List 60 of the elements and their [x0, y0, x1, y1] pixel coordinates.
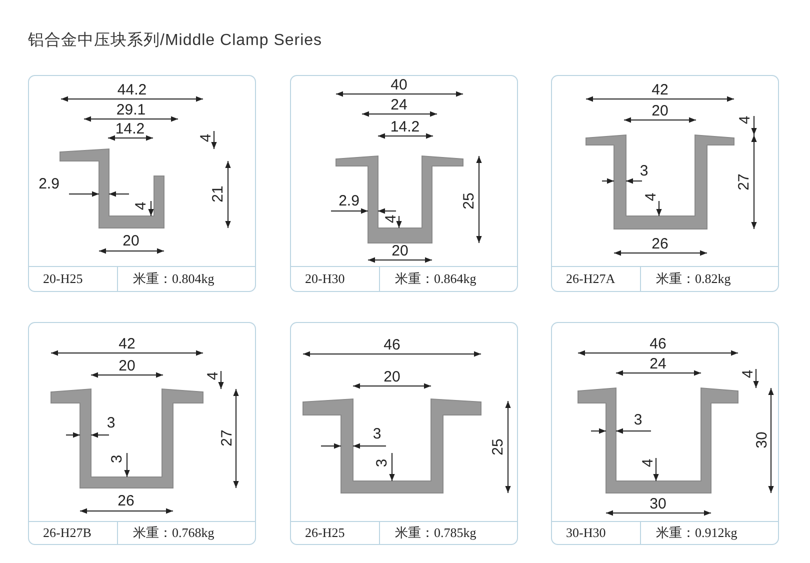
dimension-value: 27 [736, 174, 752, 190]
dimension-value: 3 [374, 458, 390, 468]
dimension-value: 4 [644, 192, 658, 202]
dimension-value: 30 [650, 496, 666, 512]
dimension-value: 3 [110, 454, 124, 464]
dimension-value: 4 [134, 202, 148, 210]
product-card [551, 322, 779, 545]
page-title: 铝合金中压块系列/Middle Clamp Series [28, 30, 322, 51]
dimension-value: 4 [740, 370, 756, 378]
model-code: 20-H30 [305, 271, 345, 287]
dimension-value: 29.1 [116, 102, 146, 118]
dimension-value: 21 [210, 186, 226, 202]
dimension-value: 20 [118, 358, 136, 374]
dimension-value: 2.9 [338, 194, 360, 208]
dimension-value: 25 [490, 438, 506, 456]
dimension-value: 3 [372, 426, 382, 442]
dimension-value: 27 [220, 430, 234, 446]
model-code: 30-H30 [566, 525, 606, 541]
dimension-value: 4 [198, 134, 214, 142]
dimension-value: 4 [384, 214, 398, 224]
model-code: 26-H27A [566, 271, 616, 287]
dimension-value: 14.2 [390, 120, 420, 134]
dimension-value: 4 [738, 116, 752, 124]
weight-value: 米重：0.804kg [133, 270, 214, 288]
dimension-value: 26 [118, 494, 134, 508]
dimension-value: 44.2 [117, 82, 147, 98]
weight-value: 米重：0.864kg [395, 270, 476, 288]
product-card [28, 322, 256, 545]
product-card [28, 75, 256, 292]
dimension-value: 42 [652, 82, 668, 98]
dimension-value: 26 [652, 236, 668, 252]
weight-value: 米重：0.768kg [133, 524, 214, 542]
dimension-value: 42 [118, 336, 136, 352]
model-code: 20-H25 [43, 271, 83, 287]
dimension-value: 24 [650, 356, 666, 372]
product-card [551, 75, 779, 292]
dimension-value: 4 [206, 372, 220, 380]
dimension-value: 46 [650, 336, 666, 352]
dimension-value: 3 [640, 164, 648, 178]
product-card [290, 322, 518, 545]
dimension-value: 25 [462, 192, 476, 210]
dimension-value: 46 [384, 338, 400, 352]
weight-value: 米重：0.82kg [656, 270, 731, 288]
product-card [290, 75, 518, 292]
dimension-value: 20 [392, 244, 408, 258]
dimension-value: 20 [122, 234, 140, 248]
dimension-value: 4 [640, 458, 656, 468]
dimension-value: 40 [390, 78, 408, 92]
dimension-value: 30 [754, 432, 770, 448]
weight-value: 米重：0.912kg [656, 524, 738, 542]
dimension-value: 20 [384, 370, 400, 384]
dimension-value: 2.9 [38, 176, 60, 192]
dimension-value: 24 [390, 98, 408, 112]
model-code: 26-H25 [305, 525, 345, 541]
model-code: 26-H27B [43, 525, 92, 541]
weight-value: 米重：0.785kg [395, 524, 476, 542]
dimension-value: 14.2 [115, 122, 145, 136]
dimension-value: 3 [106, 416, 116, 430]
dimension-value: 3 [634, 412, 642, 428]
dimension-value: 20 [652, 104, 668, 118]
